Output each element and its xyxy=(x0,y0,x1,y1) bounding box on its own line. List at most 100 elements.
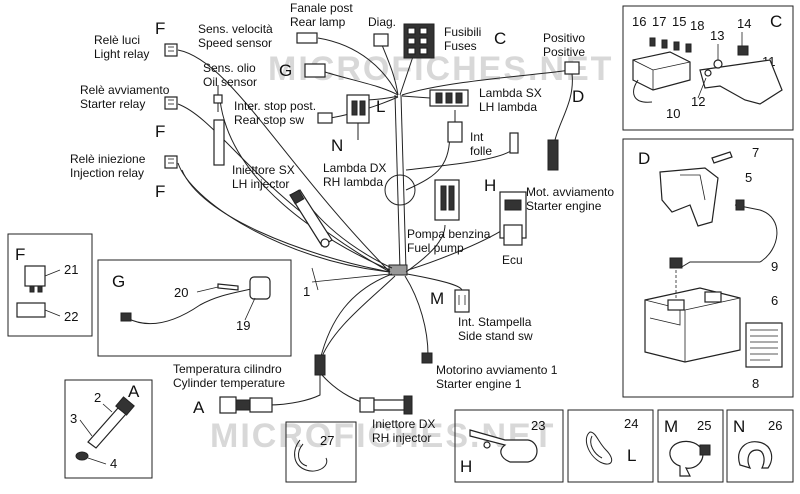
detail-box-27: 27 xyxy=(285,421,357,483)
letter-m: M xyxy=(430,289,444,308)
detail-box-c: C 16 17 15 18 14 13 11 12 10 xyxy=(622,5,794,131)
lh-injector-label-it: Iniettore SX xyxy=(232,163,295,177)
side-stand-label-it: Int. Stampella xyxy=(458,315,532,329)
lh-injector-label-en: LH injector xyxy=(232,177,289,191)
light-relay-connector xyxy=(164,43,178,57)
letter-c: C xyxy=(494,29,506,48)
injection-relay-label-it: Relè iniezione xyxy=(70,152,146,166)
detail-box-h: 23 H xyxy=(454,409,564,483)
letter-a: A xyxy=(193,398,205,417)
fuse-holder xyxy=(632,51,691,91)
cylinder-temp-label-en: Cylinder temperature xyxy=(173,376,285,390)
screw-20 xyxy=(217,283,239,291)
relay-holder-22 xyxy=(16,302,46,318)
injection-relay-connector xyxy=(164,155,178,169)
speed-sensor-connector xyxy=(304,63,326,78)
letter-d: D xyxy=(572,87,584,106)
rear-stop-label-en: Rear stop sw xyxy=(234,113,304,127)
part-number-3: 3 xyxy=(70,411,77,426)
starter-relay-label-it: Relè avviamento xyxy=(80,83,170,97)
ecu-label: Ecu xyxy=(502,253,523,267)
lh-injector xyxy=(289,189,333,248)
rear-stop-switch xyxy=(317,112,333,124)
box-l-letter: L xyxy=(627,446,636,465)
letter-l: L xyxy=(376,97,385,116)
part-number-8: 8 xyxy=(752,376,759,391)
cable-tie-27 xyxy=(294,439,328,472)
battery xyxy=(644,270,741,363)
ecu-connector xyxy=(499,191,527,246)
detail-box-a: A 2 3 4 xyxy=(64,379,153,479)
neutral-switch-label-2: folle xyxy=(470,144,492,158)
box-d-letter: D xyxy=(638,149,650,168)
bolt-7 xyxy=(711,151,733,164)
lh-lambda-connector xyxy=(429,89,469,107)
battery-label xyxy=(745,322,783,368)
oil-sensor xyxy=(213,85,225,166)
clip-14 xyxy=(737,45,749,56)
lh-lambda-label-en: LH lambda xyxy=(479,100,537,114)
rear-lamp-connector xyxy=(296,32,318,44)
part-number-6: 6 xyxy=(771,293,778,308)
letter-h: H xyxy=(484,176,496,195)
harness-sleeve xyxy=(314,354,326,376)
part-number-16: 16 xyxy=(632,14,646,29)
lh-lambda-label-it: Lambda SX xyxy=(479,86,542,100)
detail-box-g: G 20 19 xyxy=(97,259,292,357)
positive-label-en: Positive xyxy=(543,45,585,59)
letter-g: G xyxy=(279,61,292,80)
letter-f-1: F xyxy=(155,19,165,38)
part-number-2: 2 xyxy=(94,390,101,405)
diag-label: Diag. xyxy=(368,15,396,29)
part-number-5: 5 xyxy=(745,170,752,185)
box-n-letter: N xyxy=(733,417,745,436)
rh-lambda-label-en: RH lambda xyxy=(323,175,383,189)
box-h-letter: H xyxy=(460,457,472,476)
light-relay-label-en: Light relay xyxy=(94,47,149,61)
part-number-9: 9 xyxy=(771,259,778,274)
part-number-22: 22 xyxy=(64,309,78,324)
starter-engine-1-connector xyxy=(421,352,433,364)
speed-sensor-19 xyxy=(249,276,271,300)
fuses-label-it: Fusibili xyxy=(444,25,481,39)
fuse-box xyxy=(403,23,435,59)
part-number-18: 18 xyxy=(690,18,704,33)
starter-engine-1-label-en: Starter engine 1 xyxy=(436,377,522,391)
letter-f-3: F xyxy=(155,182,165,201)
starter-engine-1-label-it: Motorino avviamento 1 xyxy=(436,363,558,377)
box-m-letter: M xyxy=(664,417,678,436)
part-number-10: 10 xyxy=(666,106,680,121)
part-number-4: 4 xyxy=(110,456,117,471)
part-number-21: 21 xyxy=(64,262,78,277)
clamp-25 xyxy=(669,440,704,477)
watermark-bottom: MICROFICHES.NET xyxy=(210,417,555,455)
starter-relay-label-en: Starter relay xyxy=(80,97,145,111)
letter-f-2: F xyxy=(155,122,165,141)
part-number-24: 24 xyxy=(624,416,638,431)
starter-engine-label-it: Mot. avviamento xyxy=(526,185,614,199)
harness-junction xyxy=(388,264,408,276)
fuel-pump-label-it: Pompa benzina xyxy=(407,227,491,241)
part-number-1: 1 xyxy=(303,284,310,299)
detail-box-n: N 26 xyxy=(726,409,794,483)
neutral-switch xyxy=(447,110,519,154)
rh-injector-label-en: RH injector xyxy=(372,431,431,445)
oil-sensor-label-it: Sens. olio xyxy=(203,61,256,75)
part-number-13: 13 xyxy=(710,28,724,43)
part-number-17: 17 xyxy=(652,14,666,29)
fuel-pump xyxy=(434,179,460,221)
injection-relay-label-en: Injection relay xyxy=(70,166,144,180)
cylinder-temp-label-it: Temperatura cilindro xyxy=(173,362,282,376)
part-number-19: 19 xyxy=(236,318,250,333)
oil-sensor-label-en: Oil sensor xyxy=(203,75,257,89)
fuse-bracket xyxy=(699,59,783,105)
starter-relay-connector xyxy=(164,96,178,110)
temperature-sensor-2 xyxy=(87,407,127,449)
detail-box-m: M 25 xyxy=(657,409,724,483)
positive-terminal xyxy=(547,61,580,171)
clip-26 xyxy=(738,441,773,469)
part-number-15: 15 xyxy=(672,14,686,29)
cylinder-temperature-sensor xyxy=(219,396,273,414)
